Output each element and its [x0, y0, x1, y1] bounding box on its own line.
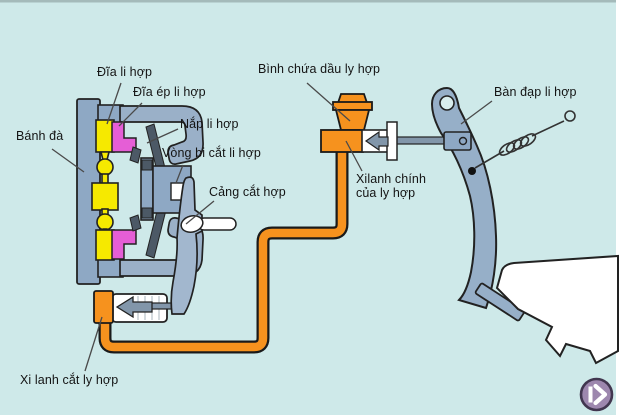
fluid-reservoir [332, 93, 373, 131]
label-xi-lanh-cat: Xi lanh cắt ly hợp [20, 373, 119, 387]
pushrod-clevis [443, 131, 472, 151]
master-cylinder-rod [395, 136, 447, 145]
pressure-plate [111, 121, 137, 260]
label-binh-chua-dau: Bình chứa dầu ly hợp [258, 62, 381, 76]
spring-hook [564, 110, 576, 122]
label-banh-da: Bánh đà [16, 129, 64, 143]
release-cylinder-piston [115, 295, 153, 319]
fork-pivot [180, 215, 204, 233]
label-xilanh-chinh: Xilanh chính của ly hợp [356, 172, 426, 200]
release-fork [170, 176, 237, 315]
leader-lines [51, 82, 493, 372]
frame-right-edge [616, 0, 620, 420]
next-arrow-icon [579, 377, 614, 412]
label-vong-bi-cat: Vòng bi cắt li hợp [162, 146, 261, 160]
release-cylinder-port [93, 290, 114, 324]
label-ban-dap: Bàn đạp li hợp [494, 85, 577, 99]
label-cang-cat: Cảng cắt hợp [209, 185, 286, 199]
release-cylinder [93, 290, 181, 324]
frame-top-edge [0, 0, 620, 3]
label-xilanh-chinh-line2: của ly hợp [356, 185, 416, 200]
label-xilanh-chinh-line1: Xilanh chính [356, 172, 426, 186]
master-cylinder-piston [364, 130, 389, 152]
clutch-pedal [430, 86, 526, 322]
label-dia-li-hop: Đĩa li hợp [97, 65, 153, 79]
pedal-pad [474, 282, 526, 322]
next-button[interactable] [578, 376, 615, 413]
pedal-pivot-hole [439, 95, 455, 111]
label-nap-li-hop: Nắp li hợp [180, 117, 239, 131]
frame-bottom-edge [0, 415, 620, 420]
driver-foot [495, 254, 619, 365]
hydraulic-pipe [98, 150, 349, 354]
master-cylinder [320, 121, 447, 161]
label-dia-ep-li-hop: Đĩa ép li hợp [133, 85, 206, 99]
clutch-disc [91, 119, 119, 261]
return-spring [474, 110, 576, 169]
fork-pivot-bracket [197, 217, 237, 231]
spring-anchor-dot [468, 167, 476, 175]
